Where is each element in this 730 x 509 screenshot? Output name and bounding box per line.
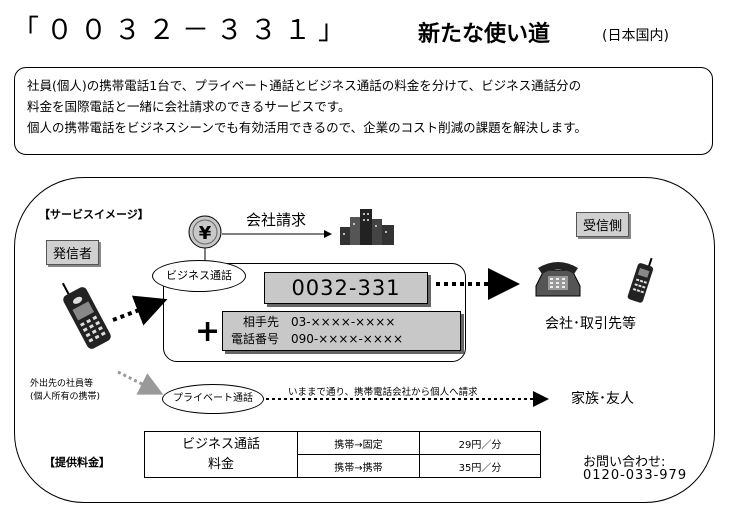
intro-box: 社員(個人)の携帯電話1台で、プライベート通話とビジネス通話の料金を分けて、ビジ… [14, 67, 713, 155]
intro-line-1: 社員(個人)の携帯電話1台で、プライベート通話とビジネス通話の料金を分けて、ビジ… [27, 78, 582, 93]
private-call-note: いままで通り、携帯電話会社から個人へ請求 [288, 387, 478, 398]
fee-table: ビジネス通話 料金 携帯→固定 29円／分 携帯→携帯 35円／分 [144, 431, 541, 478]
table-row: 携帯→携帯 35円／分 [145, 454, 541, 478]
mobile-phone-icon [61, 282, 111, 349]
caller-label: 発信者 [46, 240, 100, 265]
contact-label: お問い合わせ: [583, 455, 666, 470]
svg-text:¥: ¥ [199, 223, 212, 244]
page-title: 「００３２－３３１」 [12, 15, 352, 46]
fee-header-line-2: 料金 [207, 456, 234, 472]
company-partners-label: 会社･取引先等 [545, 316, 636, 332]
plus-sign: + [195, 314, 221, 349]
receiver-label: 受信側 [576, 212, 630, 237]
intro-line-2: 料金を国際電話と一緒に会社請求のできるサービスです。 [27, 99, 351, 114]
table-row: ビジネス通話 料金 携帯→固定 29円／分 [144, 431, 541, 478]
cordless-phone-icon [627, 257, 654, 303]
contact-number: 0120-033-979 [583, 468, 688, 483]
fee-type-cell: 携帯→携帯 [297, 454, 420, 478]
fees-label: 【提供料金】 [44, 456, 110, 469]
business-call-oval: ビジネス通話 [152, 260, 246, 292]
partner-label: 相手先 [243, 315, 280, 329]
caller-desc-1: 外出先の社員等 [30, 379, 94, 389]
service-image-label: 【サービスイメージ】 [39, 208, 149, 221]
fee-header-line-1: ビジネス通話 [181, 436, 260, 452]
service-panel [14, 177, 715, 503]
phone-number: 090-××××-×××× [291, 332, 404, 346]
office-building-icon [340, 209, 394, 245]
fee-type-cell: 携帯→固定 [297, 431, 420, 455]
page-subtitle-note: (日本国内) [602, 28, 669, 44]
family-friends-label: 家族･友人 [571, 391, 634, 407]
private-call-oval: プライベート通話 [162, 384, 264, 414]
caller-desc-2: (個人所有の携帯) [30, 392, 101, 402]
private-call-arrow-in [117, 370, 164, 395]
company-billing-label: 会社請求 [246, 211, 307, 229]
business-call-arrow-in [112, 295, 168, 326]
business-call-box [163, 263, 466, 362]
access-number-box: 0032-331 [264, 272, 428, 304]
intro-line-3: 個人の携帯電話をビジネスシーンでも有効活用できるので、企業のコスト削減の課題を解… [27, 120, 587, 135]
partner-number-box: 相手先 03-××××-×××× 電話番号 090-××××-×××× [222, 311, 461, 351]
page-subtitle: 新たな使い道 [418, 22, 551, 47]
phone-number-label: 電話番号 [231, 332, 280, 346]
partner-number: 03-××××-×××× [291, 315, 396, 329]
yen-coin-icon: ¥ [188, 215, 222, 249]
desk-phone-icon [535, 262, 581, 297]
fee-header-cell: ビジネス通話 料金 [144, 431, 298, 478]
fee-price-cell: 35円／分 [419, 454, 541, 478]
fee-price-cell: 29円／分 [419, 431, 541, 455]
